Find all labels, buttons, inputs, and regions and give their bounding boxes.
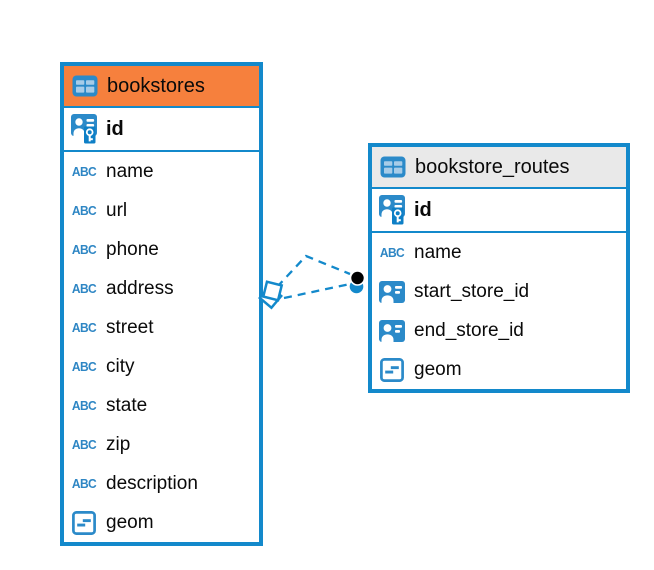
- string-type-icon: ABC: [71, 203, 97, 218]
- primary-key-icon: [70, 113, 98, 145]
- string-type-icon: ABC: [71, 281, 97, 296]
- column-row-start-store-id[interactable]: start_store_id: [372, 272, 626, 311]
- column-label: name: [106, 160, 154, 182]
- column-label: address: [106, 277, 174, 299]
- string-type-icon: ABC: [71, 359, 97, 374]
- column-label: end_store_id: [414, 319, 524, 341]
- string-type-icon: ABC: [379, 245, 405, 260]
- column-row-phone[interactable]: ABC phone: [64, 230, 259, 269]
- column-label: start_store_id: [414, 280, 530, 302]
- relationship-diamond-marker: [258, 284, 283, 310]
- column-label: zip: [106, 433, 131, 455]
- column-row-id[interactable]: id: [372, 189, 626, 233]
- column-label: id: [414, 198, 432, 221]
- entity-bookstores[interactable]: bookstores id ABC name ABC url ABC phone…: [60, 62, 263, 546]
- column-row-city[interactable]: ABC city: [64, 347, 259, 386]
- relationship-dot-marker: [349, 279, 364, 294]
- column-row-geom[interactable]: geom: [64, 503, 259, 542]
- entity-title: bookstores: [107, 74, 205, 97]
- string-type-icon: ABC: [71, 164, 97, 179]
- string-type-icon: ABC: [71, 242, 97, 257]
- column-label: url: [106, 199, 128, 221]
- primary-key-icon: [378, 194, 406, 226]
- column-row-id[interactable]: id: [64, 108, 259, 152]
- foreign-key-icon: [378, 280, 406, 303]
- geometry-type-icon: [378, 357, 406, 382]
- string-type-icon: ABC: [71, 398, 97, 413]
- column-row-url[interactable]: ABC url: [64, 191, 259, 230]
- column-label: street: [106, 316, 154, 338]
- column-label: phone: [106, 238, 159, 260]
- column-label: geom: [414, 358, 462, 380]
- column-label: id: [106, 117, 124, 140]
- relationship-diamond-marker: [261, 280, 284, 302]
- foreign-key-icon: [378, 319, 406, 342]
- relationship-line[interactable]: [276, 254, 351, 288]
- column-row-geom[interactable]: geom: [372, 350, 626, 389]
- relationship-line[interactable]: [283, 282, 351, 300]
- column-label: description: [106, 472, 198, 494]
- column-row-end-store-id[interactable]: end_store_id: [372, 311, 626, 350]
- column-row-description[interactable]: ABC description: [64, 464, 259, 503]
- column-row-name[interactable]: ABC name: [64, 152, 259, 191]
- column-row-name[interactable]: ABC name: [372, 233, 626, 272]
- column-row-state[interactable]: ABC state: [64, 386, 259, 425]
- entity-header-bookstores[interactable]: bookstores: [64, 66, 259, 108]
- string-type-icon: ABC: [71, 437, 97, 452]
- column-row-address[interactable]: ABC address: [64, 269, 259, 308]
- column-label: city: [106, 355, 135, 377]
- string-type-icon: ABC: [71, 476, 97, 491]
- entity-header-bookstore-routes[interactable]: bookstore_routes: [372, 147, 626, 189]
- column-row-zip[interactable]: ABC zip: [64, 425, 259, 464]
- table-icon: [71, 75, 99, 97]
- table-icon: [379, 156, 407, 178]
- column-row-street[interactable]: ABC street: [64, 308, 259, 347]
- string-type-icon: ABC: [71, 320, 97, 335]
- relationship-dot-marker: [349, 270, 366, 286]
- entity-title: bookstore_routes: [415, 155, 570, 178]
- geometry-type-icon: [70, 510, 98, 535]
- column-label: state: [106, 394, 148, 416]
- column-label: geom: [106, 511, 154, 533]
- column-label: name: [414, 241, 462, 263]
- entity-bookstore-routes[interactable]: bookstore_routes id ABC name start_store…: [368, 143, 630, 393]
